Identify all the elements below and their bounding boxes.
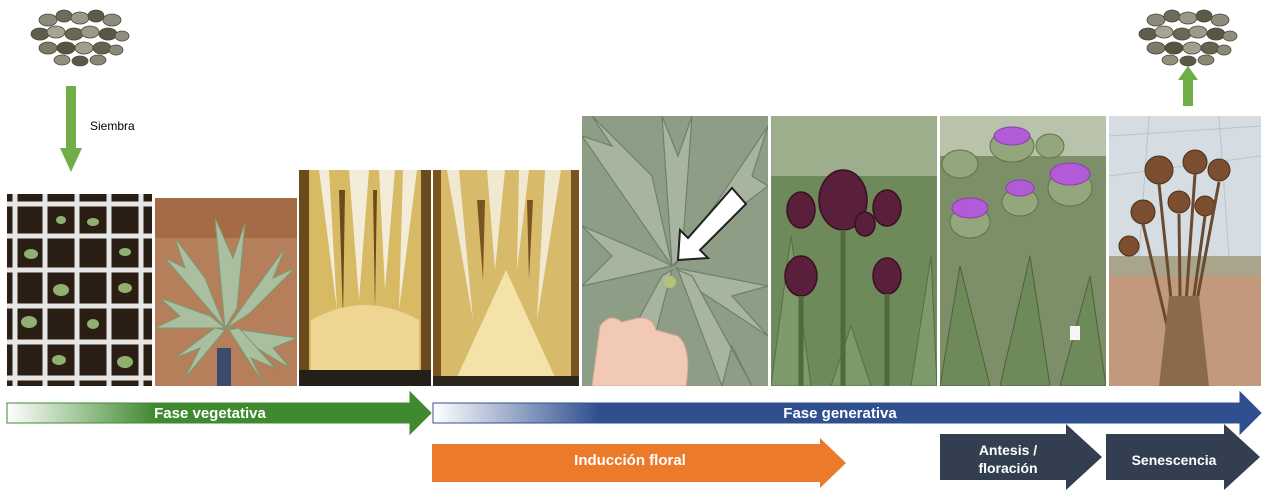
young-plant-photo	[155, 198, 297, 386]
seed-pile-right-icon	[1136, 6, 1238, 68]
generative-phase-label: Fase generativa	[720, 405, 960, 422]
sowing-label: Siembra	[90, 119, 135, 133]
apex-section-photo-1	[299, 170, 431, 386]
artichoke-heads-photo	[771, 116, 937, 386]
anthesis-label-line2: floración	[952, 459, 1064, 477]
vegetative-phase-label: Fase vegetativa	[100, 405, 320, 422]
seed-pile-left-icon	[28, 6, 130, 68]
sowing-arrow	[60, 86, 82, 172]
plant-top-view-photo	[582, 116, 768, 386]
anthesis-label-line1: Antesis /	[952, 441, 1064, 459]
harvest-arrow	[1178, 66, 1198, 106]
anthesis-label: Antesis / floración	[952, 441, 1064, 477]
senescent-plant-photo	[1109, 116, 1261, 386]
apex-section-photo-2	[433, 170, 579, 386]
senescence-label: Senescencia	[1112, 452, 1236, 468]
seedling-tray-photo	[7, 194, 152, 386]
floral-induction-label: Inducción floral	[520, 452, 740, 469]
flowering-photo	[940, 116, 1106, 386]
